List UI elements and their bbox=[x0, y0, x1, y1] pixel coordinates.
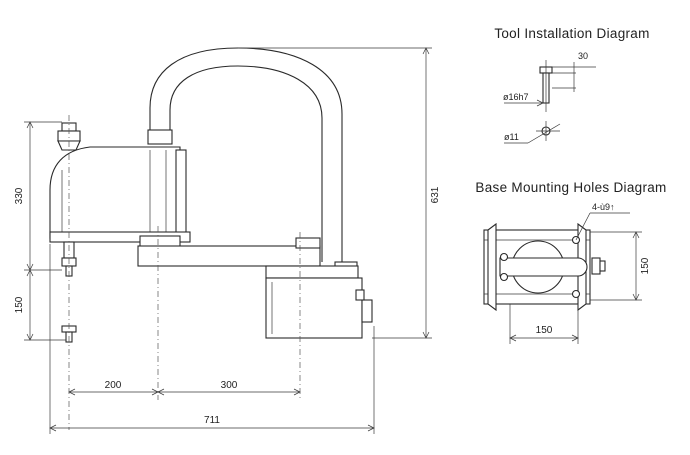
robot-side-view bbox=[49, 47, 373, 430]
base-holes-label: 4-ù9↑ bbox=[592, 202, 615, 212]
tool-shaft-diameter: ø16h7 bbox=[503, 92, 529, 102]
base-depth-dim: 150 bbox=[640, 257, 651, 274]
dim-height-lower: 150 bbox=[14, 296, 25, 313]
base-slot bbox=[499, 257, 588, 277]
tool-hole-diameter: ø11 bbox=[504, 132, 519, 142]
tool-flange-length: 30 bbox=[578, 51, 588, 61]
base-connector-2 bbox=[355, 289, 365, 301]
base-side-plug bbox=[591, 257, 601, 275]
base-side-plug-cap bbox=[599, 260, 606, 272]
mount-hole-1 bbox=[499, 252, 509, 262]
base-mounting-diagram: Base Mounting Holes Diagram 4-ù9↑ 150 bbox=[475, 180, 666, 344]
tool-installation-diagram: Tool Installation Diagram 30 ø16h7 ø11 bbox=[494, 26, 649, 144]
base-connector bbox=[361, 299, 373, 323]
first-arm bbox=[137, 245, 321, 267]
dim-arm2: 300 bbox=[221, 380, 238, 391]
base-width-dim: 150 bbox=[536, 325, 553, 336]
second-arm-housing bbox=[49, 146, 181, 239]
base-diagram-title: Base Mounting Holes Diagram bbox=[475, 180, 666, 195]
dim-total-width: 711 bbox=[204, 415, 220, 426]
first-arm-joint bbox=[295, 237, 321, 249]
tool-diagram-title: Tool Installation Diagram bbox=[494, 26, 649, 41]
dim-arm1: 200 bbox=[105, 380, 122, 391]
dim-total-height: 631 bbox=[430, 186, 441, 203]
conduit-fitting-left bbox=[147, 129, 173, 145]
cable-conduit-inner bbox=[169, 65, 323, 262]
base-flange-left bbox=[487, 222, 497, 312]
robot-base-top bbox=[265, 265, 359, 279]
mount-hole-2 bbox=[499, 272, 509, 282]
housing-side-cover bbox=[175, 149, 187, 235]
dim-height-upper: 330 bbox=[14, 187, 25, 204]
mount-hole-4 bbox=[571, 289, 581, 299]
arm-lower-plate bbox=[49, 231, 191, 243]
main-dimensions: 330 150 631 200 300 711 bbox=[14, 47, 441, 434]
robot-base bbox=[265, 277, 363, 339]
